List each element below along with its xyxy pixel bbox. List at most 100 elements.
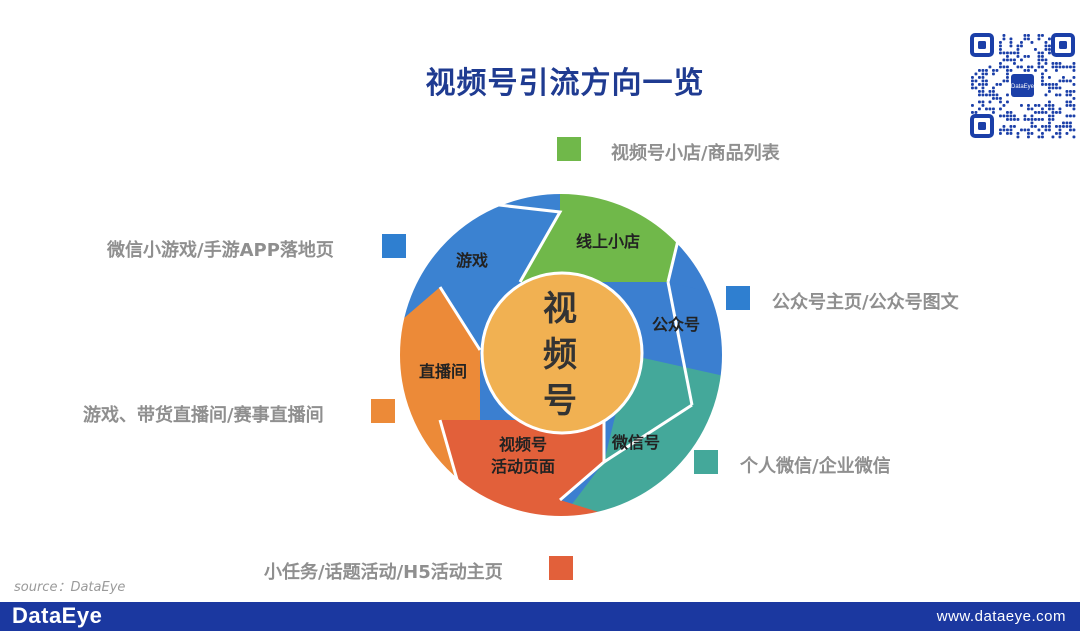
qr-dot (1037, 37, 1041, 41)
qr-dot (1058, 107, 1062, 111)
qr-dot (1051, 135, 1055, 139)
qr-dot (1023, 114, 1027, 118)
qr-dot (1058, 125, 1062, 128)
qr-dot (1058, 128, 1062, 132)
qr-dot (1048, 90, 1051, 93)
qr-dot (1030, 125, 1034, 128)
qr-dot (1006, 76, 1009, 79)
qr-logo (1011, 74, 1034, 97)
qr-dot (988, 65, 992, 69)
qr-dot (1009, 132, 1013, 135)
qr-dot (985, 79, 988, 83)
qr-dot (1020, 41, 1023, 44)
qr-dot (1048, 118, 1051, 121)
qr-dot (1058, 135, 1062, 139)
qr-dot (1048, 86, 1051, 90)
qr-dot (1023, 69, 1027, 72)
qr-dot (1048, 121, 1051, 125)
qr-dot (1009, 51, 1013, 55)
qr-dot (1009, 37, 1013, 41)
qr-dot (1058, 93, 1062, 97)
qr-dot (1006, 111, 1009, 114)
qr-dot (1037, 62, 1041, 65)
qr-dot (1041, 51, 1044, 55)
qr-dot (999, 44, 1002, 48)
qr-dot (1069, 93, 1072, 97)
qr-dot (1041, 125, 1044, 128)
legend-text-official: 公众号主页/公众号图文 (772, 292, 959, 313)
source-note: source：DataEye (14, 580, 126, 595)
qr-dot (1016, 135, 1020, 139)
qr-dot (1051, 111, 1055, 114)
qr-dot (971, 86, 974, 90)
qr-dot (988, 90, 992, 93)
qr-dot (1041, 111, 1044, 114)
legend-text-live: 游戏、带货直播间/赛事直播间 (83, 405, 324, 426)
qr-dot (1037, 55, 1041, 58)
qr-dot (992, 93, 995, 97)
qr-dot (1048, 48, 1051, 51)
qr-dot (1065, 100, 1069, 104)
qr-dot (1013, 58, 1016, 62)
qr-dot (1058, 79, 1062, 83)
qr-dot (1044, 44, 1048, 48)
qr-dot (1030, 41, 1034, 44)
qr-dot (1016, 118, 1020, 121)
qr-dot (1051, 104, 1055, 107)
qr-dot (995, 83, 999, 86)
qr-dot (1037, 111, 1041, 114)
qr-dot (1009, 111, 1013, 114)
qr-dot (985, 72, 988, 76)
qr-dot (1016, 132, 1020, 135)
qr-dot (1027, 118, 1030, 121)
qr-dot (985, 69, 988, 72)
qr-dot (1069, 104, 1072, 107)
qr-dot (1065, 114, 1069, 118)
legend-square-official (726, 286, 750, 310)
qr-dot (992, 107, 995, 111)
qr-dot (1065, 93, 1069, 97)
qr-dot (1044, 48, 1048, 51)
qr-dot (1002, 79, 1006, 83)
qr-dot (971, 76, 974, 79)
qr-dot (1048, 83, 1051, 86)
legend-square-store (557, 137, 581, 161)
qr-dot (1072, 65, 1076, 69)
qr-dot (1020, 104, 1023, 107)
footer-url[interactable]: www.dataeye.com (936, 608, 1066, 625)
qr-dot (1030, 121, 1034, 125)
qr-dot (978, 90, 981, 93)
qr-dot (1030, 107, 1034, 111)
segment-online-store (455, 193, 690, 282)
qr-dot (992, 72, 995, 76)
qr-dot (1030, 114, 1034, 118)
qr-dot (992, 86, 995, 90)
qr-dot (1048, 44, 1051, 48)
qr-dot (1051, 62, 1055, 65)
qr-dot (1055, 93, 1058, 97)
legend-text-game: 微信小游戏/手游APP落地页 (107, 240, 334, 261)
qr-dot (1009, 44, 1013, 48)
qr-dot (1016, 51, 1020, 55)
qr-dot (1055, 83, 1058, 86)
qr-dot (999, 41, 1002, 44)
qr-dot (1034, 69, 1037, 72)
qr-dot (1072, 90, 1076, 93)
qr-dot (999, 128, 1002, 132)
qr-dot (1048, 114, 1051, 118)
qr-dot (1055, 132, 1058, 135)
qr-dot (1072, 97, 1076, 100)
qr-dot (992, 111, 995, 114)
qr-dot (1044, 41, 1048, 44)
qr-dot (1058, 65, 1062, 69)
legend-square-live (371, 399, 395, 423)
qr-dot (992, 90, 995, 93)
qr-dot (1006, 93, 1009, 97)
qr-dot (1002, 58, 1006, 62)
qr-dot (971, 111, 974, 114)
qr-dot (995, 69, 999, 72)
qr-dot (1069, 128, 1072, 132)
qr-dot (1006, 100, 1009, 104)
qr-dot (1041, 58, 1044, 62)
qr-dot (1041, 34, 1044, 37)
